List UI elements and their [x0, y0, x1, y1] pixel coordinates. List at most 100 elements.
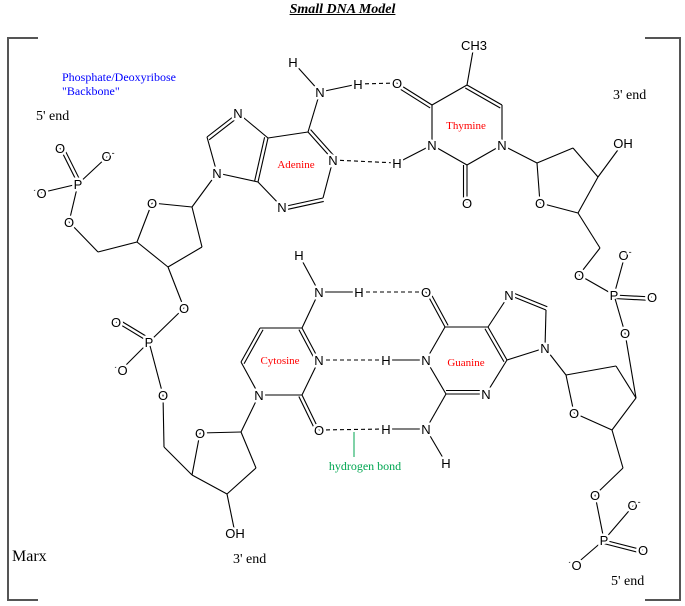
double-bond [301, 327, 320, 361]
single-bond [624, 332, 637, 399]
hydrogen-bond-label: hydrogen bond [329, 459, 401, 473]
single-bond [431, 144, 468, 166]
atom-p2-oeq: O [647, 290, 657, 305]
double-bond-second-line [282, 200, 324, 211]
brackets [7, 37, 681, 601]
right-bracket [645, 37, 681, 601]
atom-g-h2b: H [441, 456, 450, 471]
diagram-title: Small DNA Model [289, 2, 396, 17]
double-bond [487, 326, 508, 361]
single-bond [322, 159, 334, 199]
double-bond-second-line [602, 542, 643, 554]
single-bond [148, 307, 185, 343]
single-bond [565, 365, 617, 376]
atom-p1-mo: -O [33, 185, 46, 201]
single-bond [120, 341, 150, 371]
atom-s2-o: O [535, 196, 545, 211]
bonds [39, 44, 653, 566]
double-bond-second-line [243, 329, 264, 364]
single-bond [237, 112, 269, 139]
atom-s3-o: O [195, 426, 205, 441]
double-bond-second-line [298, 329, 317, 362]
double-bond [240, 327, 261, 363]
atom-p3-p: P [145, 335, 154, 350]
double-bond-second-line [394, 85, 431, 109]
double-bond [508, 294, 547, 311]
atom-g-h2a: H [381, 422, 390, 437]
double-bond [257, 137, 269, 183]
double-bond-second-line [117, 318, 152, 340]
atom-t-h3: H [392, 156, 401, 171]
atom-a-n3: N [277, 200, 286, 215]
single-bond [191, 172, 218, 208]
atom-p3-o3: O [179, 301, 189, 316]
author-label: Marx [12, 548, 47, 565]
single-bond [574, 539, 605, 566]
single-bond [594, 494, 605, 541]
single-bond [536, 147, 574, 164]
single-bond [191, 432, 201, 476]
single-bond [544, 309, 547, 349]
double-bond-second-line [428, 290, 449, 326]
single-bond [163, 446, 193, 476]
double-bond-second-line [613, 297, 652, 302]
atom-c-h4b: H [354, 285, 363, 300]
double-bond-second-line [62, 146, 82, 183]
single-bond [466, 144, 503, 166]
single-bond [615, 365, 637, 399]
atom-a-n1: N [328, 153, 337, 168]
single-bond [487, 294, 510, 328]
atom-p1-om: O- [101, 148, 114, 164]
atom-c-n3: N [314, 353, 323, 368]
double-bond-second-line [208, 115, 241, 141]
single-bond [151, 202, 193, 208]
atom-p2-o3: O [620, 326, 630, 341]
single-bond [319, 83, 359, 93]
atom-g-n2: N [421, 422, 430, 437]
single-bond [77, 155, 109, 185]
double-bond [301, 394, 320, 431]
single-bond [216, 172, 259, 183]
single-bond [565, 374, 575, 414]
single-bond [431, 84, 468, 106]
single-bond [466, 44, 475, 86]
double-bond [613, 294, 653, 298]
single-bond [485, 359, 508, 395]
atom-t-n3: N [427, 138, 436, 153]
atom-t-o2: O [462, 196, 472, 211]
atom-a-n6: N [315, 85, 324, 100]
atom-t-n1: N [497, 138, 506, 153]
single-bond [594, 467, 624, 496]
atom-s4-o: O [569, 406, 579, 421]
single-bond [167, 246, 203, 268]
single-bond [292, 61, 321, 93]
atom-g-o6: O [421, 285, 431, 300]
single-bond [597, 142, 624, 178]
single-bond [578, 247, 601, 276]
atom-p1-oeq: O [55, 141, 65, 156]
single-bond [603, 504, 635, 541]
single-bond [425, 359, 447, 395]
thymine-label: Thymine [446, 120, 486, 132]
single-bond [39, 183, 79, 194]
hydrogen-bond-dashed [318, 428, 387, 431]
double-bond-second-line [484, 328, 505, 363]
single-bond [536, 162, 541, 204]
cytosine-label: Cytosine [260, 355, 299, 367]
atom-c-n1: N [254, 388, 263, 403]
double-bond [206, 112, 239, 138]
atom-c-o2: O [314, 423, 324, 438]
single-bond [539, 202, 579, 214]
single-bond [199, 431, 242, 434]
single-bond [577, 212, 601, 249]
single-bond [572, 147, 599, 178]
atom-a-n9: N [212, 166, 221, 181]
atom-p3-mo: -O [114, 362, 127, 378]
atom-s1-o: O [147, 196, 157, 211]
double-bond [307, 131, 334, 161]
single-bond [425, 428, 447, 464]
single-bond [226, 467, 257, 495]
single-bond [573, 412, 613, 431]
